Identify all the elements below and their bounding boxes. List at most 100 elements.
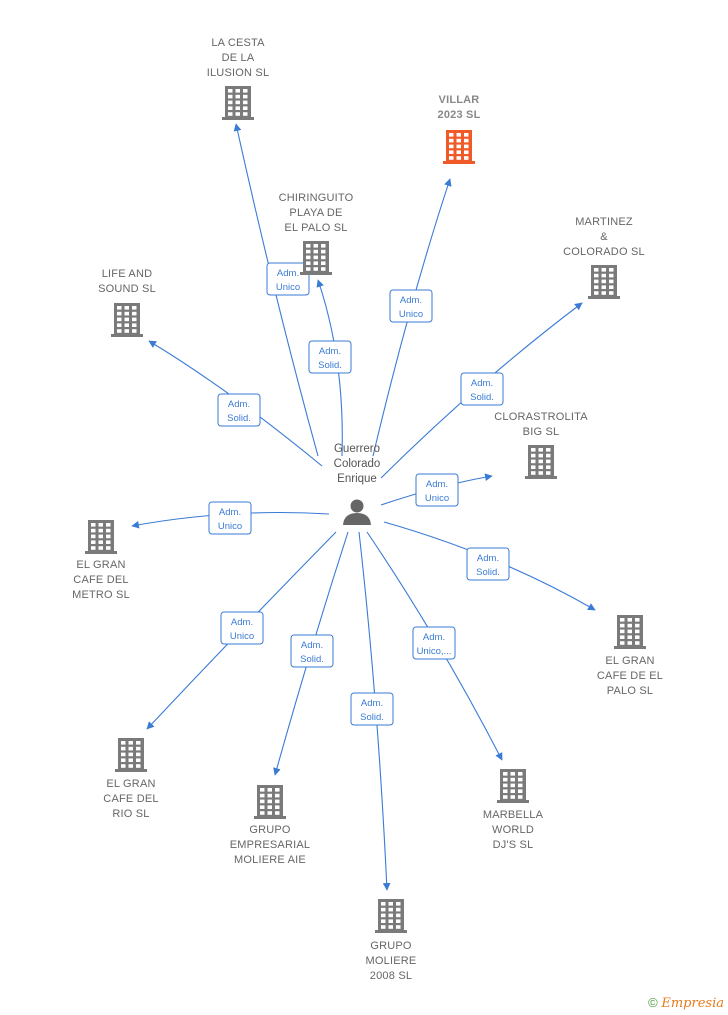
- company-name-line[interactable]: 2023 SL: [438, 109, 481, 121]
- edge-labels-layer: Adm.UnicoAdm.Solid.Adm.UnicoAdm.Solid.Ad…: [208, 262, 510, 726]
- company-name-line[interactable]: METRO SL: [72, 589, 130, 601]
- building-icon[interactable]: [85, 520, 117, 554]
- company-node-la-cesta[interactable]: LA CESTA DE LA ILUSION SL: [207, 37, 270, 120]
- edge-label-grupo-empresarial[interactable]: Adm. Solid.: [290, 634, 334, 668]
- edge-role-text: Solid.: [476, 567, 500, 578]
- building-icon[interactable]: [115, 738, 147, 772]
- edge-label-martinez[interactable]: Adm. Solid.: [460, 372, 504, 406]
- edge-role-text: Adm.: [219, 507, 241, 518]
- edge-label-gran-cafe-rio[interactable]: Adm. Unico: [220, 611, 264, 645]
- edge-label-villar[interactable]: Adm. Unico: [389, 289, 433, 323]
- edge-role-text: Unico: [399, 309, 423, 320]
- company-name-line[interactable]: 2008 SL: [370, 970, 412, 982]
- company-node-life-and-sound[interactable]: LIFE AND SOUND SL: [98, 268, 156, 337]
- company-name-line[interactable]: EL GRAN: [605, 655, 654, 667]
- building-icon[interactable]: [497, 769, 529, 803]
- building-icon[interactable]: [375, 899, 407, 933]
- company-name-line[interactable]: ILUSION SL: [207, 67, 270, 79]
- company-name-line[interactable]: &: [600, 231, 608, 243]
- edge-role-text: Solid.: [470, 392, 494, 403]
- company-name-line[interactable]: RIO SL: [112, 808, 149, 820]
- company-name-line[interactable]: GRUPO: [370, 940, 412, 952]
- edge-role-text: Unico: [425, 493, 449, 504]
- person-name-line[interactable]: Colorado: [334, 458, 381, 470]
- edge-role-text: Adm.: [228, 399, 250, 410]
- building-icon[interactable]: [443, 130, 475, 164]
- company-name-line[interactable]: CAFE DE EL: [597, 670, 663, 682]
- edge-label-gran-cafe-metro[interactable]: Adm. Unico: [208, 501, 252, 535]
- company-node-clorastrolita[interactable]: CLORASTROLITA BIG SL: [494, 411, 588, 479]
- brand-name: Empresia: [661, 996, 724, 1011]
- edge-role-text: Unico: [230, 631, 254, 642]
- person-name-line[interactable]: Guerrero: [334, 443, 380, 455]
- building-icon[interactable]: [254, 785, 286, 819]
- company-name-line[interactable]: DE LA: [222, 52, 255, 64]
- company-name-line[interactable]: PLAYA DE: [289, 207, 342, 219]
- edge-role-text: Adm.: [400, 295, 422, 306]
- company-name-line[interactable]: BIG SL: [523, 426, 560, 438]
- building-icon[interactable]: [525, 445, 557, 479]
- edge-label-marbella[interactable]: Adm. Unico,...: [412, 626, 456, 660]
- edge-role-text: Solid.: [300, 654, 324, 665]
- company-name-line[interactable]: COLORADO SL: [563, 246, 645, 258]
- person-icon[interactable]: [343, 499, 371, 526]
- company-node-gran-cafe-metro[interactable]: EL GRAN CAFE DEL METRO SL: [72, 520, 130, 601]
- company-node-martinez[interactable]: MARTINEZ & COLORADO SL: [563, 216, 645, 299]
- edge-role-text: Unico: [218, 521, 242, 532]
- edge-label-gran-cafe-palo[interactable]: Adm. Solid.: [466, 547, 510, 581]
- company-name-line[interactable]: EMPRESARIAL: [230, 839, 310, 851]
- building-icon[interactable]: [588, 265, 620, 299]
- company-name-line[interactable]: MOLIERE AIE: [234, 854, 306, 866]
- company-name-line[interactable]: VILLAR: [439, 94, 480, 106]
- edge-role-text: Adm.: [277, 268, 299, 279]
- company-name-line[interactable]: DJ'S SL: [493, 839, 534, 851]
- company-node-villar[interactable]: VILLAR 2023 SL: [438, 94, 481, 164]
- copyright-icon: ©: [648, 995, 658, 1010]
- company-name-line[interactable]: CAFE DEL: [103, 793, 158, 805]
- company-node-chiringuito[interactable]: CHIRINGUITO PLAYA DE EL PALO SL: [279, 192, 354, 275]
- building-icon[interactable]: [222, 86, 254, 120]
- company-node-gran-cafe-palo[interactable]: EL GRAN CAFE DE EL PALO SL: [597, 615, 663, 697]
- edge-label-grupo-moliere[interactable]: Adm. Solid.: [350, 692, 394, 726]
- edge-role-text: Adm.: [361, 698, 383, 709]
- company-name-line[interactable]: GRUPO: [249, 824, 291, 836]
- edge-role-text: Adm.: [477, 553, 499, 564]
- company-name-line[interactable]: MARBELLA: [483, 809, 544, 821]
- company-node-gran-cafe-rio[interactable]: EL GRAN CAFE DEL RIO SL: [103, 738, 159, 820]
- edge-role-text: Solid.: [360, 712, 384, 723]
- building-icon[interactable]: [300, 241, 332, 275]
- company-node-grupo-empresarial[interactable]: GRUPO EMPRESARIAL MOLIERE AIE: [230, 785, 310, 866]
- company-name-line[interactable]: CLORASTROLITA: [494, 411, 588, 423]
- footer-brand: © Empresia: [648, 995, 724, 1011]
- company-name-line[interactable]: EL PALO SL: [284, 222, 347, 234]
- company-name-line[interactable]: LIFE AND: [102, 268, 153, 280]
- edge-label-la-cesta[interactable]: Adm.Unico: [266, 262, 310, 296]
- company-node-grupo-moliere[interactable]: GRUPO MOLIERE 2008 SL: [366, 899, 417, 982]
- company-name-line[interactable]: CHIRINGUITO: [279, 192, 354, 204]
- edge-label-chiringuito[interactable]: Adm.Solid.: [308, 340, 352, 374]
- company-name-line[interactable]: PALO SL: [607, 685, 653, 697]
- building-icon[interactable]: [111, 303, 143, 337]
- edge-role-text: Adm.: [423, 632, 445, 643]
- edge-label-life-and-sound[interactable]: Adm. Solid.: [217, 393, 261, 427]
- edge-role-text: Adm.: [471, 378, 493, 389]
- company-name-line[interactable]: WORLD: [492, 824, 534, 836]
- edge-role-text: Adm.: [426, 479, 448, 490]
- edge-role-text: Adm.: [231, 617, 253, 628]
- company-name-line[interactable]: MARTINEZ: [575, 216, 633, 228]
- company-name-line[interactable]: EL GRAN: [106, 778, 155, 790]
- edge-label-clorastrolita[interactable]: Adm. Unico: [415, 473, 459, 507]
- company-name-line[interactable]: SOUND SL: [98, 283, 156, 295]
- company-name-line[interactable]: LA CESTA: [211, 37, 265, 49]
- company-name-line[interactable]: MOLIERE: [366, 955, 417, 967]
- edge-role-text: Unico,...: [417, 646, 452, 657]
- person-name-line[interactable]: Enrique: [337, 473, 377, 485]
- edge-role-text: Solid.: [227, 413, 251, 424]
- company-node-marbella[interactable]: MARBELLA WORLD DJ'S SL: [483, 769, 544, 851]
- company-name-line[interactable]: CAFE DEL: [73, 574, 128, 586]
- company-name-line[interactable]: EL GRAN: [76, 559, 125, 571]
- building-icon[interactable]: [614, 615, 646, 649]
- edge-role-text: Adm.: [301, 640, 323, 651]
